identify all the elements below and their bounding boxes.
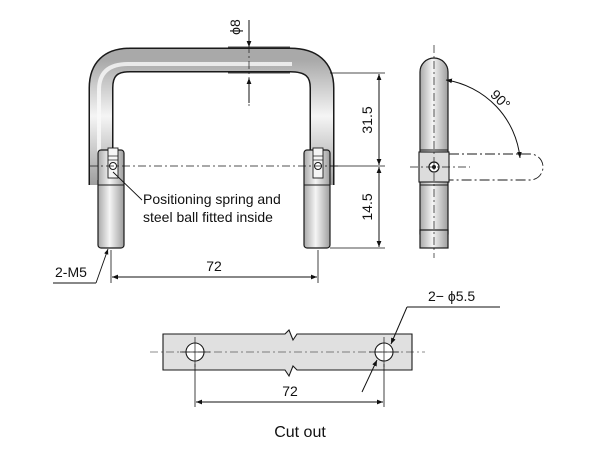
right-spring-ball <box>312 147 324 179</box>
left-spring-ball <box>107 147 119 179</box>
cutout-caption: Cut out <box>274 424 326 441</box>
handle-side-view: 90° <box>410 45 544 258</box>
note-line-1: Positioning spring and <box>143 191 281 207</box>
label-height-upper: 31.5 <box>359 106 375 133</box>
spring-ball-note: Positioning spring and steel ball fitted… <box>112 171 281 225</box>
label-hole-diameter: 2− ϕ5.5 <box>428 288 475 304</box>
label-diameter-top: ϕ8 <box>227 19 243 35</box>
dimension-cutout-width: 72 <box>194 364 385 407</box>
note-line-2: steel ball fitted inside <box>143 209 273 225</box>
label-thread: 2-M5 <box>55 264 87 280</box>
dimension-heights: 31.5 14.5 <box>330 72 385 249</box>
label-height-lower: 14.5 <box>359 193 375 220</box>
label-angle: 90° <box>487 86 513 112</box>
dimension-hole-diameter: 2− ϕ5.5 <box>361 288 500 393</box>
label-width-main: 72 <box>206 258 222 274</box>
cutout-plate <box>150 329 425 378</box>
dimension-width-main: 72 2-M5 <box>53 248 319 284</box>
dimension-diameter-top: ϕ8 <box>227 19 290 103</box>
handle-front-view <box>88 45 340 249</box>
label-cutout-width: 72 <box>282 383 298 399</box>
